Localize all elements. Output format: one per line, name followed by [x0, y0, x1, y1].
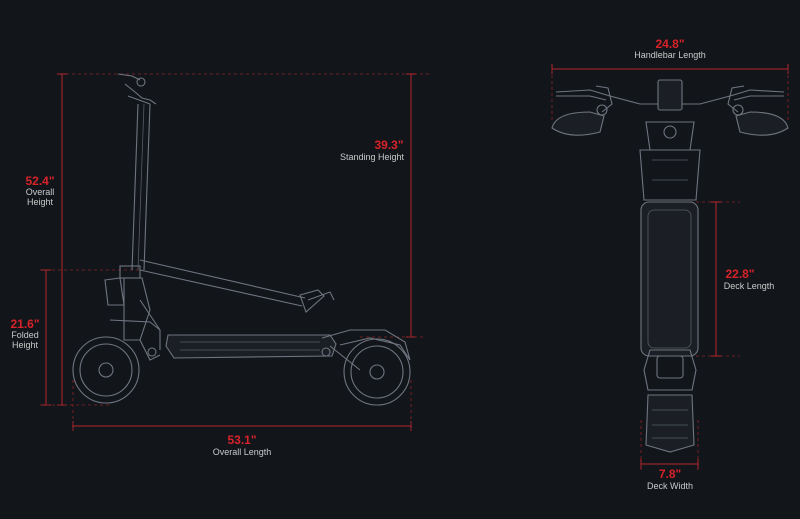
scooter-side-view [72, 73, 411, 406]
deck-length-dimension [690, 201, 740, 357]
deck-width-label: Deck Width [647, 481, 693, 491]
handlebar-length-label: Handlebar Length [634, 50, 706, 60]
handlebar-length-dimension [551, 64, 789, 120]
overall-height-label-1: Overall [26, 187, 55, 197]
deck-width-dimension [640, 420, 699, 470]
folded-height-label-2: Height [12, 340, 39, 350]
folded-height-label-1: Folded [11, 330, 39, 340]
overall-height-label-2: Height [27, 197, 54, 207]
folded-height-value: 21.6" [10, 317, 39, 331]
deck-length-label: Deck Length [724, 281, 775, 291]
standing-height-label: Standing Height [340, 152, 405, 162]
standing-height-dimension [360, 73, 425, 338]
overall-length-value: 53.1" [227, 433, 256, 447]
overall-length-dimension [72, 380, 412, 431]
folded-height-dimension [40, 269, 140, 406]
standing-height-value: 39.3" [374, 138, 403, 152]
deck-width-value: 7.8" [659, 467, 681, 481]
deck-length-value: 22.8" [725, 267, 754, 281]
handlebar-length-value: 24.8" [655, 37, 684, 51]
overall-length-label: Overall Length [213, 447, 272, 457]
overall-height-value: 52.4" [25, 174, 54, 188]
scooter-top-view [551, 79, 789, 453]
